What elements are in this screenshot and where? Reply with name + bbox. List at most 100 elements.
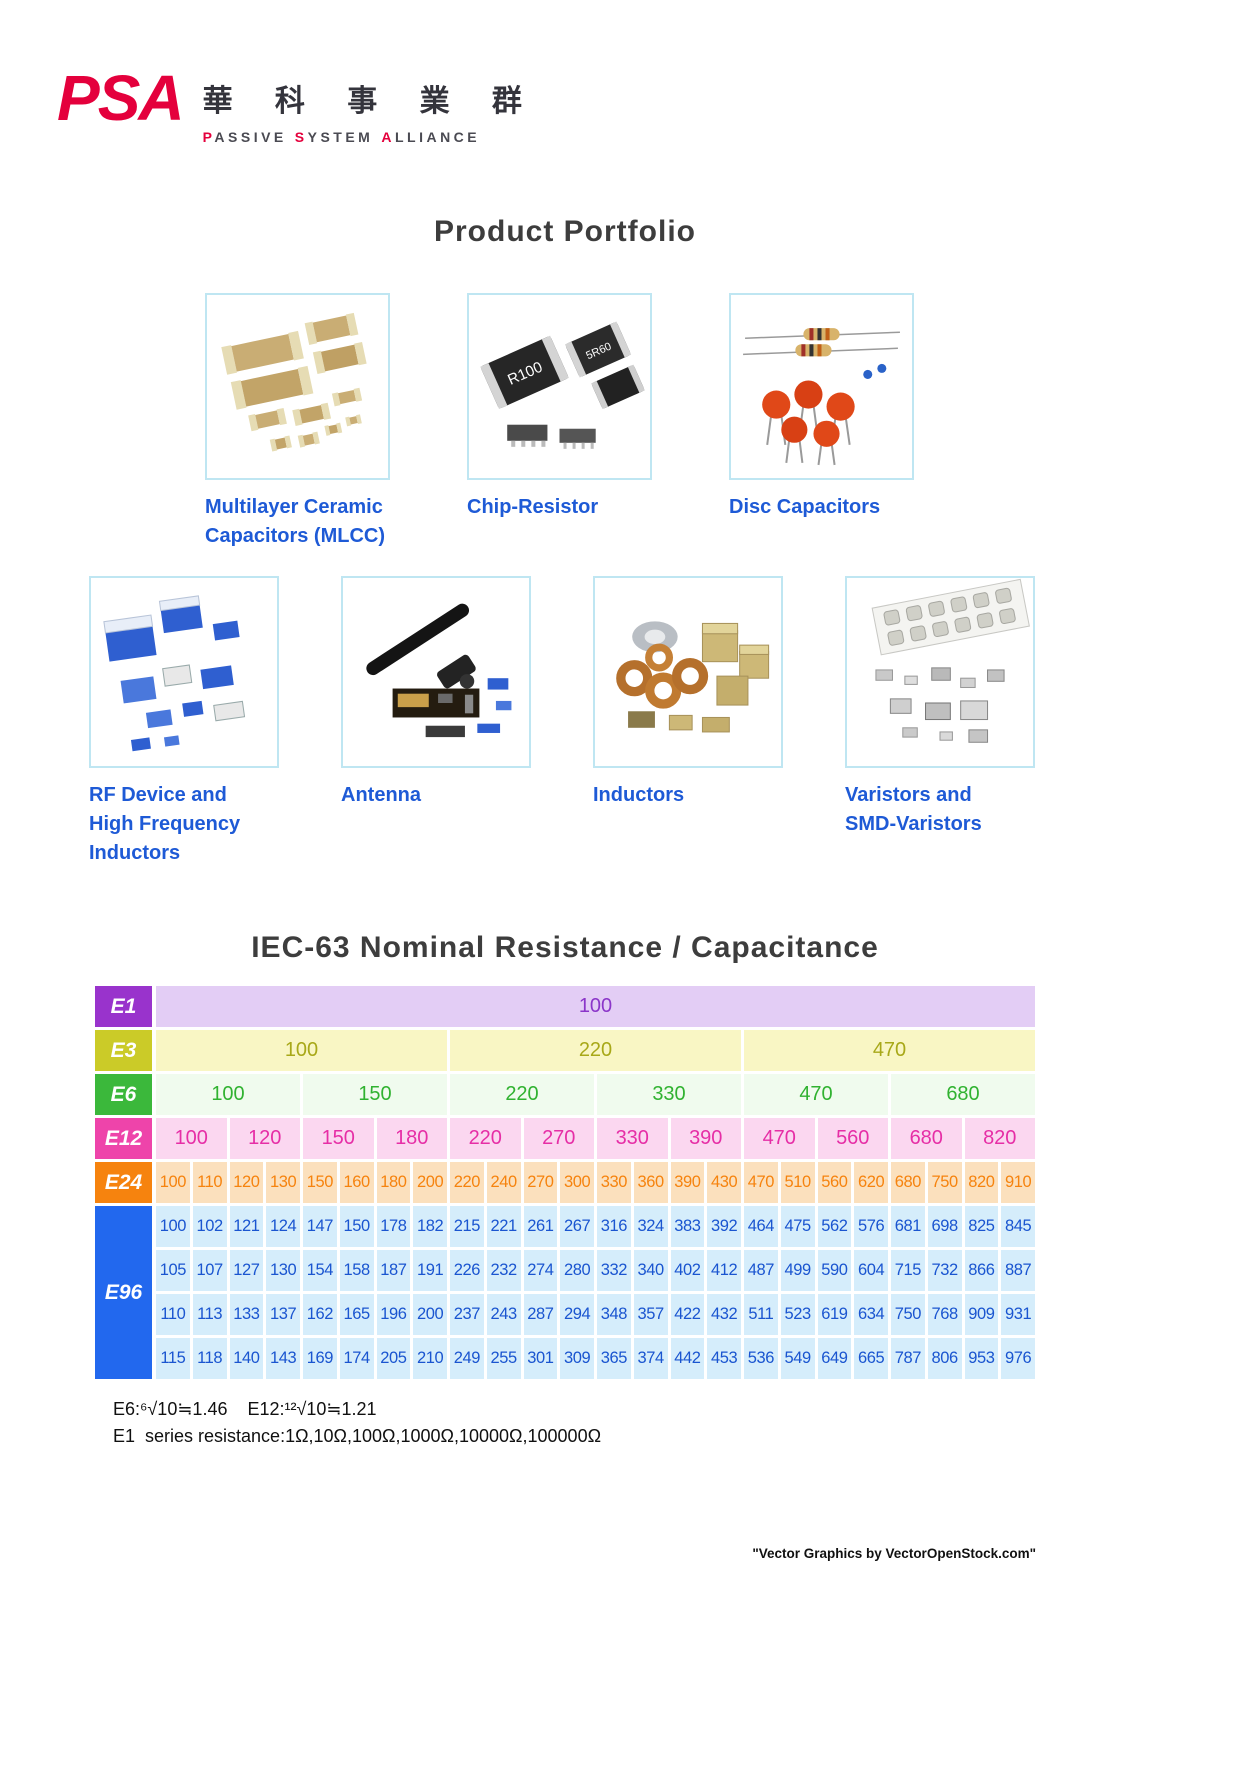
series-label-e3: E3 [95,1030,152,1071]
logo-text-block: 華 科 事 業 群 PassiveSystemAlliance [203,76,539,145]
value-cell: 220 [450,1030,741,1071]
value-cell: 620 [854,1162,888,1203]
series-values-line: 100 [156,986,1035,1027]
iec-title: IEC-63 Nominal Resistance / Capacitance [251,931,879,964]
value-cell: 294 [560,1294,594,1335]
varistors-photo [871,578,1030,743]
value-cell: 160 [339,1162,374,1203]
value-cell: 150 [303,1162,337,1203]
value-cell: 140 [229,1338,264,1379]
value-cell: 115 [156,1338,190,1379]
series-label-e24: E24 [95,1162,152,1203]
product-label-varistors: Varistors and SMD-Varistors [845,784,982,835]
product-card-mlcc: Multilayer Ceramic Capacitors (MLCC) [205,293,390,551]
subtitle-word-passive: Passive [202,129,287,145]
value-cell: 499 [780,1250,815,1291]
value-cell: 523 [780,1294,815,1335]
inductors-photo-frame [593,576,783,768]
value-cell: 143 [266,1338,300,1379]
value-cell: 536 [744,1338,778,1379]
value-cell: 220 [450,1118,521,1159]
value-cell: 634 [854,1294,888,1335]
value-cell: 226 [450,1250,484,1291]
value-cell: 390 [670,1162,705,1203]
value-cell: 750 [891,1294,925,1335]
value-cell: 255 [486,1338,521,1379]
value-cell: 274 [523,1250,558,1291]
value-cell: 102 [192,1206,227,1247]
value-cell: 147 [303,1206,337,1247]
value-cell: 100 [156,1074,300,1115]
value-cell: 910 [1001,1162,1035,1203]
value-cell: 165 [339,1294,374,1335]
value-cell: 422 [670,1294,705,1335]
value-cell: 560 [817,1118,888,1159]
disc-capacitors-photo [743,328,900,466]
value-cell: 100 [156,1030,447,1071]
product-row-2: RF Device and High Frequency Inductors [89,576,1035,868]
product-card-varistors: Varistors and SMD-Varistors [845,576,1035,868]
value-cell: 287 [523,1294,558,1335]
product-card-chip-resistor: R100 5R60 [467,293,652,551]
value-cell: 680 [891,1118,962,1159]
value-cell: 510 [780,1162,815,1203]
product-label-inductors: Inductors [593,784,685,806]
value-cell: 162 [303,1294,337,1335]
value-cell: 130 [266,1250,300,1291]
value-cell: 825 [964,1206,999,1247]
value-cell: 430 [707,1162,741,1203]
value-cell: 237 [450,1294,484,1335]
value-cell: 110 [156,1294,190,1335]
value-cell: 316 [597,1206,631,1247]
product-card-disc-capacitors: Disc Capacitors [729,293,914,551]
value-cell: 240 [486,1162,521,1203]
value-cell: 300 [560,1162,594,1203]
notes-block: E6:⁶√10≒1.46 E12:¹²√10≒1.21 E1 series re… [113,1396,601,1450]
value-cell: 383 [670,1206,705,1247]
value-cell: 560 [817,1162,852,1203]
value-cell: 806 [927,1338,962,1379]
value-cell: 270 [523,1162,558,1203]
product-card-antenna: Antenna [341,576,531,868]
value-cell: 200 [413,1294,447,1335]
value-cell: 953 [964,1338,999,1379]
value-cell: 820 [964,1162,999,1203]
value-cell: 604 [854,1250,888,1291]
value-cell: 249 [450,1338,484,1379]
value-cell: 365 [597,1338,631,1379]
value-cell: 732 [927,1250,962,1291]
value-cell: 124 [266,1206,300,1247]
value-cell: 210 [413,1338,447,1379]
value-cell: 200 [413,1162,447,1203]
value-cell: 301 [523,1338,558,1379]
value-cell: 931 [1001,1294,1035,1335]
value-cell: 470 [744,1030,1035,1071]
value-cell: 154 [303,1250,337,1291]
value-cell: 324 [633,1206,668,1247]
value-cell: 100 [156,1162,190,1203]
value-cell: 180 [376,1162,411,1203]
value-cell: 348 [597,1294,631,1335]
value-cell: 680 [891,1162,925,1203]
value-cell: 191 [413,1250,447,1291]
value-cell: 261 [523,1206,558,1247]
value-cell: 976 [1001,1338,1035,1379]
value-cell: 215 [450,1206,484,1247]
subtitle-word-system: System [294,129,374,145]
formula-note: E6:⁶√10≒1.46 E12:¹²√10≒1.21 [113,1399,377,1419]
psa-logo: PSA 華 科 事 業 群 PassiveSystemAlliance [57,66,539,145]
mlcc-photo-frame [205,293,390,480]
value-cell: 680 [891,1074,1035,1115]
value-cell: 121 [229,1206,264,1247]
value-cell: 390 [670,1118,741,1159]
value-cell: 130 [266,1162,300,1203]
value-cell: 412 [707,1250,741,1291]
value-cell: 549 [780,1338,815,1379]
